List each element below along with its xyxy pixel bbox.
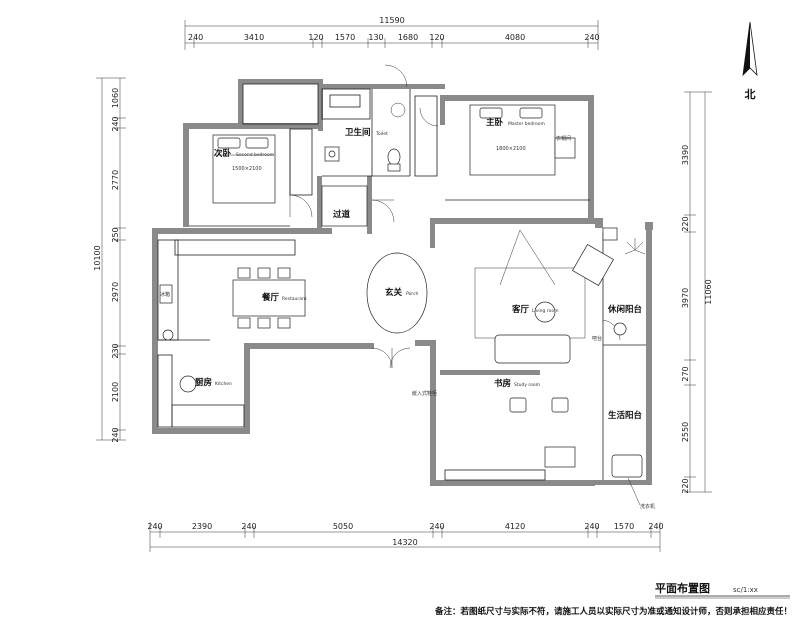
top-dim-5: 130 [368,33,383,42]
washer-label: 洗衣机 [640,503,655,510]
bottom-dim-7: 240 [584,522,599,531]
bottom-dim-2: 2390 [192,522,212,531]
right-dim-2: 220 [681,216,690,231]
corridor-panel [321,185,368,227]
coffee-bar-label: 吧台 [592,335,602,342]
bottom-dim-1: 240 [147,522,162,531]
master-bedroom-en: Master bedroom [508,121,545,127]
restaurant-en: Restaurant [282,296,307,302]
left-dim-6: 230 [111,343,120,358]
right-dim-3: 3970 [681,288,690,308]
living-room-label: 客厅 [511,304,530,315]
top-dim-2: 3410 [244,33,264,42]
drawing-title: 平面布置图 [655,581,710,595]
bottom-dim-4: 5050 [333,522,353,531]
second-bedroom-bed-size: 1500×2100 [232,166,262,172]
living-balcony-label: 生活阳台 [608,410,643,421]
right-dim-6: 220 [681,478,690,493]
bathroom-fixtures [324,102,406,172]
left-dim-8: 240 [111,427,120,442]
bottom-dim-5: 240 [429,522,444,531]
top-dim-9: 240 [584,33,599,42]
porch-label: 玄关 [385,287,403,298]
bottom-dim-9: 240 [648,522,663,531]
footer-note: 备注：若图纸尺寸与实际不符，请施工人员以实际尺寸为准或通知设计师，否则承担相应责… [434,606,792,617]
balcony-fixtures [602,227,646,478]
north-label: 北 [745,87,756,101]
left-dim-2: 240 [111,116,120,131]
left-dim-1: 1060 [111,88,120,108]
top-dimension-chain: 11590 240 3410 120 1570 130 1680 120 408… [184,16,600,50]
right-dim-4: 270 [681,366,690,381]
left-total-dim: 10100 [93,245,102,270]
restaurant-label: 餐厅 [261,292,280,303]
master-closet-label: 衣帽间 [556,135,571,142]
top-total-dim: 11590 [379,16,404,25]
north-arrow-icon: 北 [742,21,758,101]
left-dim-5: 2970 [111,282,120,302]
top-dim-6: 1680 [398,33,418,42]
drawing-scale: sc/1:xx [733,586,758,594]
master-bedroom-bed [469,104,576,176]
master-bedroom-label: 主卧 [486,117,504,128]
bottom-dim-6: 4120 [505,522,525,531]
bathroom-label: 卫生间 [345,127,371,138]
dining-table [232,267,306,329]
study-furniture [509,397,576,468]
room-labels: 次卧 Second bedroom 1500×2100 卫生间 Toilet 主… [160,117,655,510]
right-dim-1: 3390 [681,145,690,165]
left-dim-3: 2770 [111,170,120,190]
right-total-dim: 11060 [704,279,713,304]
bottom-dimension-chain: 240 2390 240 5050 240 4120 240 1570 240 … [147,522,664,552]
porch-en: Porch [406,291,419,297]
porch-oval-rug [366,252,428,334]
kitchen-en: Kitchen [215,381,232,387]
second-bedroom-en: Second bedroom [236,152,274,158]
second-bedroom-bed [212,134,276,204]
kitchen-fixtures [159,284,197,393]
left-dim-7: 2100 [111,382,120,402]
top-dim-7: 120 [429,33,444,42]
kitchen-label: 厨房 [195,377,212,388]
walls [152,79,653,486]
top-dim-1: 240 [188,33,203,42]
study-en: Study room [514,382,540,388]
fridge-label: 冰箱 [160,291,170,298]
corridor-label: 过道 [333,209,351,220]
study-label: 书房 [494,378,511,389]
top-dim-4: 1570 [335,33,355,42]
bottom-total-dim: 14320 [392,538,417,547]
living-room-en: Living room [532,308,558,314]
bathroom-en: Toilet [375,131,388,137]
inner-lines [157,83,646,481]
right-dimension-chain: 3390 220 3970 270 2550 220 11060 [681,91,713,494]
top-dim-8: 4080 [505,33,525,42]
left-dimension-chain: 10100 1060 240 2770 250 2970 230 2100 24… [93,77,126,443]
footer: 平面布置图 sc/1:xx 备注：若图纸尺寸与实际不符，请施工人员以实际尺寸为准… [434,581,792,617]
bottom-dim-8: 1570 [614,522,634,531]
right-dim-5: 2550 [681,422,690,442]
living-room-furniture [474,229,627,364]
left-dim-4: 250 [111,227,120,242]
bottom-dim-3: 240 [241,522,256,531]
top-dim-3: 120 [308,33,323,42]
shoe-cabinet-label: 嵌入式鞋柜 [412,390,437,397]
doors [289,64,621,369]
master-bed-size: 1800×2100 [496,146,526,152]
second-bedroom-label: 次卧 [214,148,232,159]
leisure-balcony-label: 休闲阳台 [607,304,643,315]
